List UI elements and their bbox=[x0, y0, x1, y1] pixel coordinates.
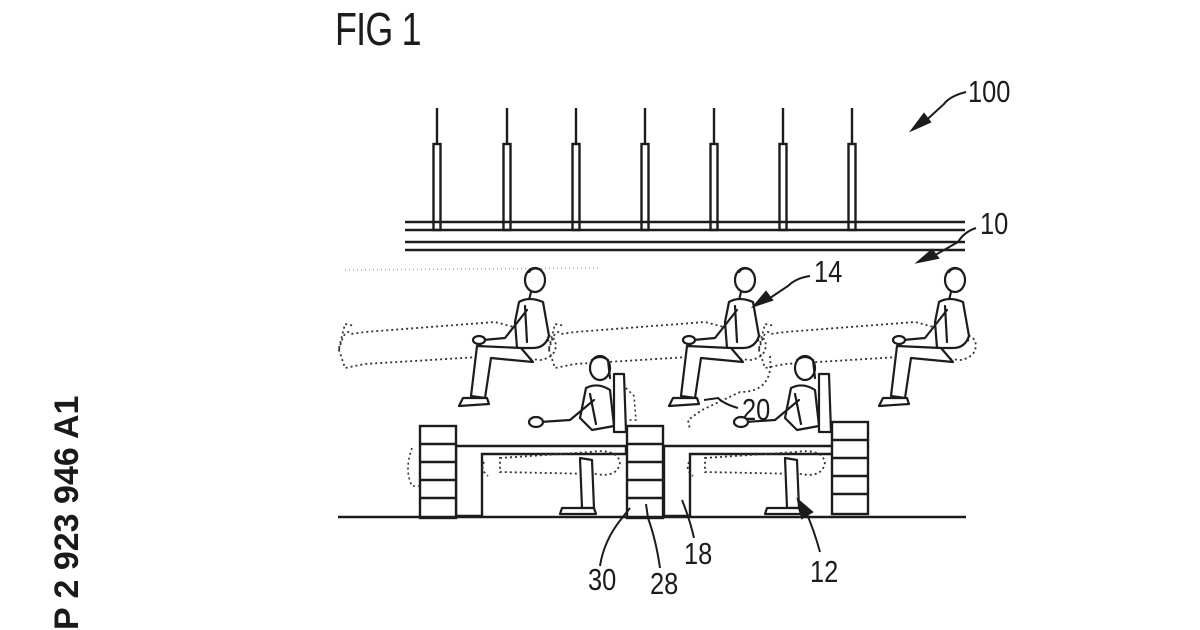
ref-numeral-upper-seat: 14 bbox=[814, 254, 843, 289]
ceiling-rod bbox=[709, 108, 719, 232]
cabinet-block bbox=[830, 420, 870, 516]
ref-numeral-lower-seat: 12 bbox=[810, 554, 839, 589]
lower-passenger bbox=[686, 354, 833, 516]
lower-dotted-edge bbox=[407, 447, 420, 487]
ceiling-structure bbox=[405, 108, 965, 252]
ref-numeral-aircraft: 100 bbox=[968, 74, 1011, 109]
upper-passenger bbox=[548, 266, 767, 408]
leader-cabinet bbox=[599, 507, 631, 567]
cabinet-block bbox=[418, 424, 458, 520]
leader-divider bbox=[681, 499, 695, 539]
arrow-ceiling bbox=[914, 248, 940, 264]
ceiling-rod bbox=[640, 108, 650, 232]
figure-title: FIG 1 bbox=[335, 3, 422, 55]
arrow-upper-seat bbox=[750, 290, 774, 309]
leader-upper-seat bbox=[763, 275, 811, 303]
cabinet-block bbox=[625, 424, 665, 520]
ref-numeral-divider: 18 bbox=[684, 536, 713, 571]
leader-leg-space bbox=[703, 396, 739, 409]
leg-space-outline bbox=[687, 355, 772, 431]
leader-aircraft bbox=[919, 91, 967, 127]
arrow-aircraft bbox=[908, 112, 932, 133]
arrow-lower-seat bbox=[796, 497, 814, 520]
ceiling-rod bbox=[847, 108, 857, 232]
leader-lines bbox=[599, 91, 977, 569]
ref-numeral-ceiling: 10 bbox=[980, 206, 1009, 241]
ceiling-rod bbox=[778, 108, 788, 232]
upper-passenger bbox=[338, 266, 557, 408]
upper-deck-line bbox=[344, 267, 601, 271]
ceiling-rod bbox=[571, 108, 581, 232]
ceiling-rod bbox=[502, 108, 512, 232]
lower-passenger bbox=[481, 354, 628, 516]
upper-passenger bbox=[758, 266, 977, 408]
ref-numeral-storage: 28 bbox=[650, 566, 679, 601]
leader-ceiling bbox=[929, 227, 977, 259]
leader-storage bbox=[645, 503, 661, 569]
ceiling-rod bbox=[432, 108, 442, 232]
ref-numeral-cabinet: 30 bbox=[588, 562, 617, 597]
